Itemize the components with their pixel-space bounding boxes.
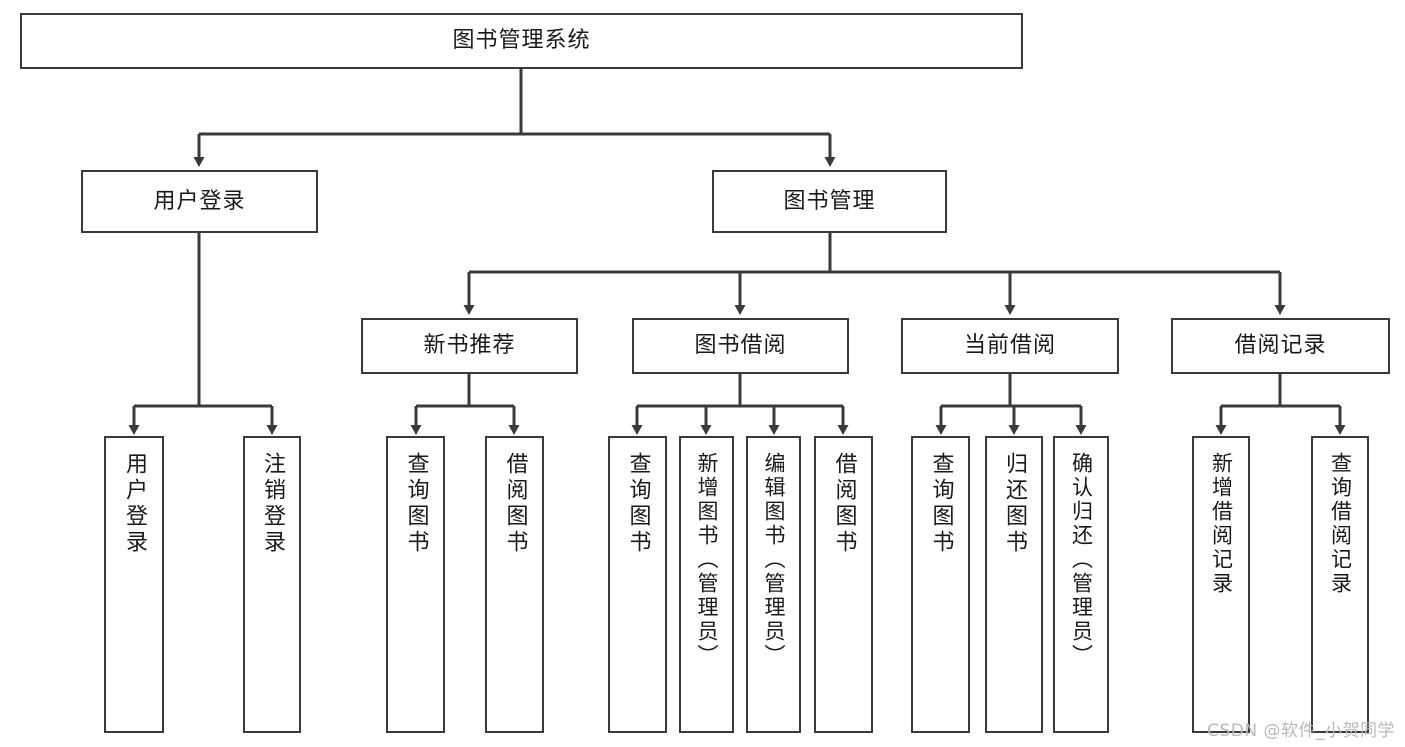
leaf-query-books-borrow-label: 查询图书 xyxy=(625,452,651,556)
leaf-query-books-current[interactable]: 查询图书 xyxy=(911,436,970,733)
node-user-login-label: 用户登录 xyxy=(153,188,246,214)
leaf-confirm-return-admin-label: 确认归还（管理员） xyxy=(1069,452,1094,668)
leaf-query-books-current-label: 查询图书 xyxy=(928,452,954,556)
leaf-user-login-label: 用户登录 xyxy=(122,452,147,556)
leaf-logout-label: 注销登录 xyxy=(260,452,285,556)
csdn-watermark: CSDN @软件_小贺同学 xyxy=(1207,721,1395,741)
leaf-logout[interactable]: 注销登录 xyxy=(243,436,301,733)
leaf-user-login[interactable]: 用户登录 xyxy=(104,436,164,733)
leaf-query-borrow-record-label: 查询借阅记录 xyxy=(1328,452,1353,596)
leaf-add-borrow-record[interactable]: 新增借阅记录 xyxy=(1192,436,1250,733)
leaf-borrow-books-new[interactable]: 借阅图书 xyxy=(485,436,544,733)
node-root[interactable]: 图书管理系统 xyxy=(20,13,1023,69)
leaf-query-books-borrow[interactable]: 查询图书 xyxy=(608,436,667,733)
node-new-book-recommend-label: 新书推荐 xyxy=(423,333,516,359)
node-borrow-records[interactable]: 借阅记录 xyxy=(1171,318,1390,374)
leaf-return-books[interactable]: 归还图书 xyxy=(985,436,1043,733)
node-root-label: 图书管理系统 xyxy=(452,28,591,54)
leaf-add-book-admin-label: 新增图书（管理员） xyxy=(695,452,719,668)
node-borrow-records-label: 借阅记录 xyxy=(1234,333,1327,359)
node-new-book-recommend[interactable]: 新书推荐 xyxy=(361,318,578,374)
leaf-borrow-books-new-label: 借阅图书 xyxy=(502,452,528,556)
node-book-management-label: 图书管理 xyxy=(783,188,876,214)
leaf-lend-books-label: 借阅图书 xyxy=(831,452,857,556)
leaf-add-book-admin[interactable]: 新增图书（管理员） xyxy=(679,436,734,733)
node-book-management[interactable]: 图书管理 xyxy=(712,170,947,233)
leaf-add-borrow-record-label: 新增借阅记录 xyxy=(1209,452,1234,596)
node-book-borrow[interactable]: 图书借阅 xyxy=(632,318,849,374)
leaf-return-books-label: 归还图书 xyxy=(1002,452,1027,556)
leaf-query-books-new[interactable]: 查询图书 xyxy=(386,436,445,733)
leaf-lend-books[interactable]: 借阅图书 xyxy=(814,436,873,733)
leaf-query-books-new-label: 查询图书 xyxy=(403,452,429,556)
leaf-query-borrow-record[interactable]: 查询借阅记录 xyxy=(1311,436,1369,733)
leaf-edit-book-admin[interactable]: 编辑图书（管理员） xyxy=(746,436,801,733)
node-book-borrow-label: 图书借阅 xyxy=(694,333,787,359)
node-current-borrow-label: 当前借阅 xyxy=(963,333,1056,359)
node-user-login[interactable]: 用户登录 xyxy=(81,170,318,233)
leaf-confirm-return-admin[interactable]: 确认归还（管理员） xyxy=(1053,436,1109,733)
leaf-edit-book-admin-label: 编辑图书（管理员） xyxy=(762,452,786,668)
node-current-borrow[interactable]: 当前借阅 xyxy=(901,318,1119,374)
